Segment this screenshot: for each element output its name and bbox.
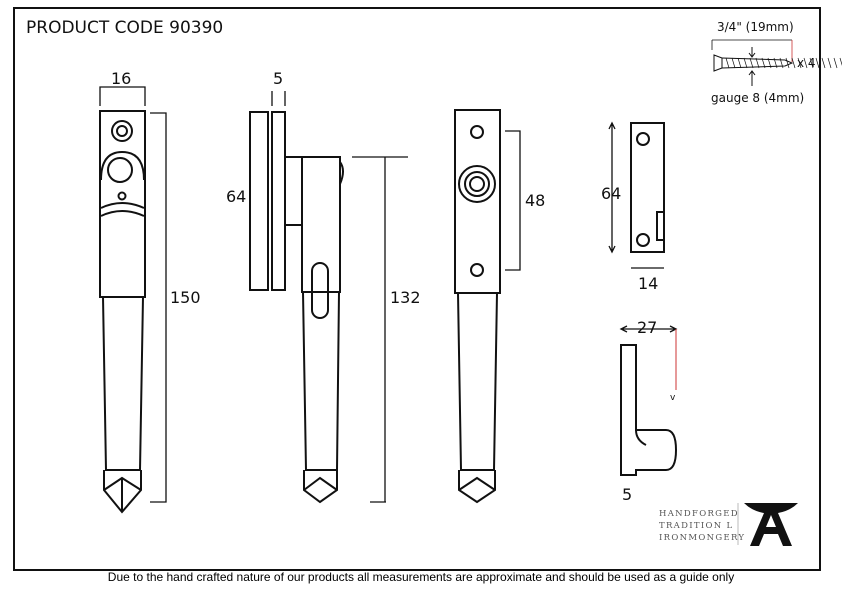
keep-height-dim: 64	[601, 184, 621, 203]
plate-thickness-dim: 5	[273, 69, 283, 88]
product-code-title: PRODUCT CODE 90390	[26, 18, 223, 38]
logo-line-3: IRONMONGERY	[659, 533, 745, 543]
back-view-drawing	[454, 109, 521, 504]
company-logo: HANDFORGED TRADITION L IRONMONGERY	[659, 503, 798, 546]
bracket-depth-dim: 27	[637, 318, 657, 337]
disclaimer-footer: Due to the hand crafted nature of our pr…	[107, 570, 735, 584]
plate-height-dim: 64	[226, 187, 246, 206]
side-height-dim: 132	[390, 288, 421, 307]
front-height-dim: 150	[170, 288, 201, 307]
bracket-drawing	[619, 325, 678, 476]
screw-gauge-label: gauge 8 (4mm)	[711, 91, 804, 105]
anvil-icon	[744, 503, 798, 546]
hole-spacing-dim: 48	[525, 191, 545, 210]
side-view-drawing	[249, 91, 408, 504]
keep-width-dim: 14	[638, 274, 658, 293]
screw-length-label: 3/4" (19mm)	[717, 20, 794, 34]
screw-icon	[711, 39, 842, 86]
front-view-drawing	[99, 86, 167, 514]
logo-line-2: TRADITION L	[659, 521, 733, 531]
frame-border	[13, 7, 821, 571]
front-width-dim: 16	[111, 69, 131, 88]
screw-quantity-label: x 4	[797, 56, 816, 70]
logo-line-1: HANDFORGED	[659, 509, 739, 519]
keep-drawing	[608, 121, 665, 269]
bracket-thickness-dim: 5	[622, 485, 632, 504]
bracket-marker: v	[670, 393, 676, 403]
